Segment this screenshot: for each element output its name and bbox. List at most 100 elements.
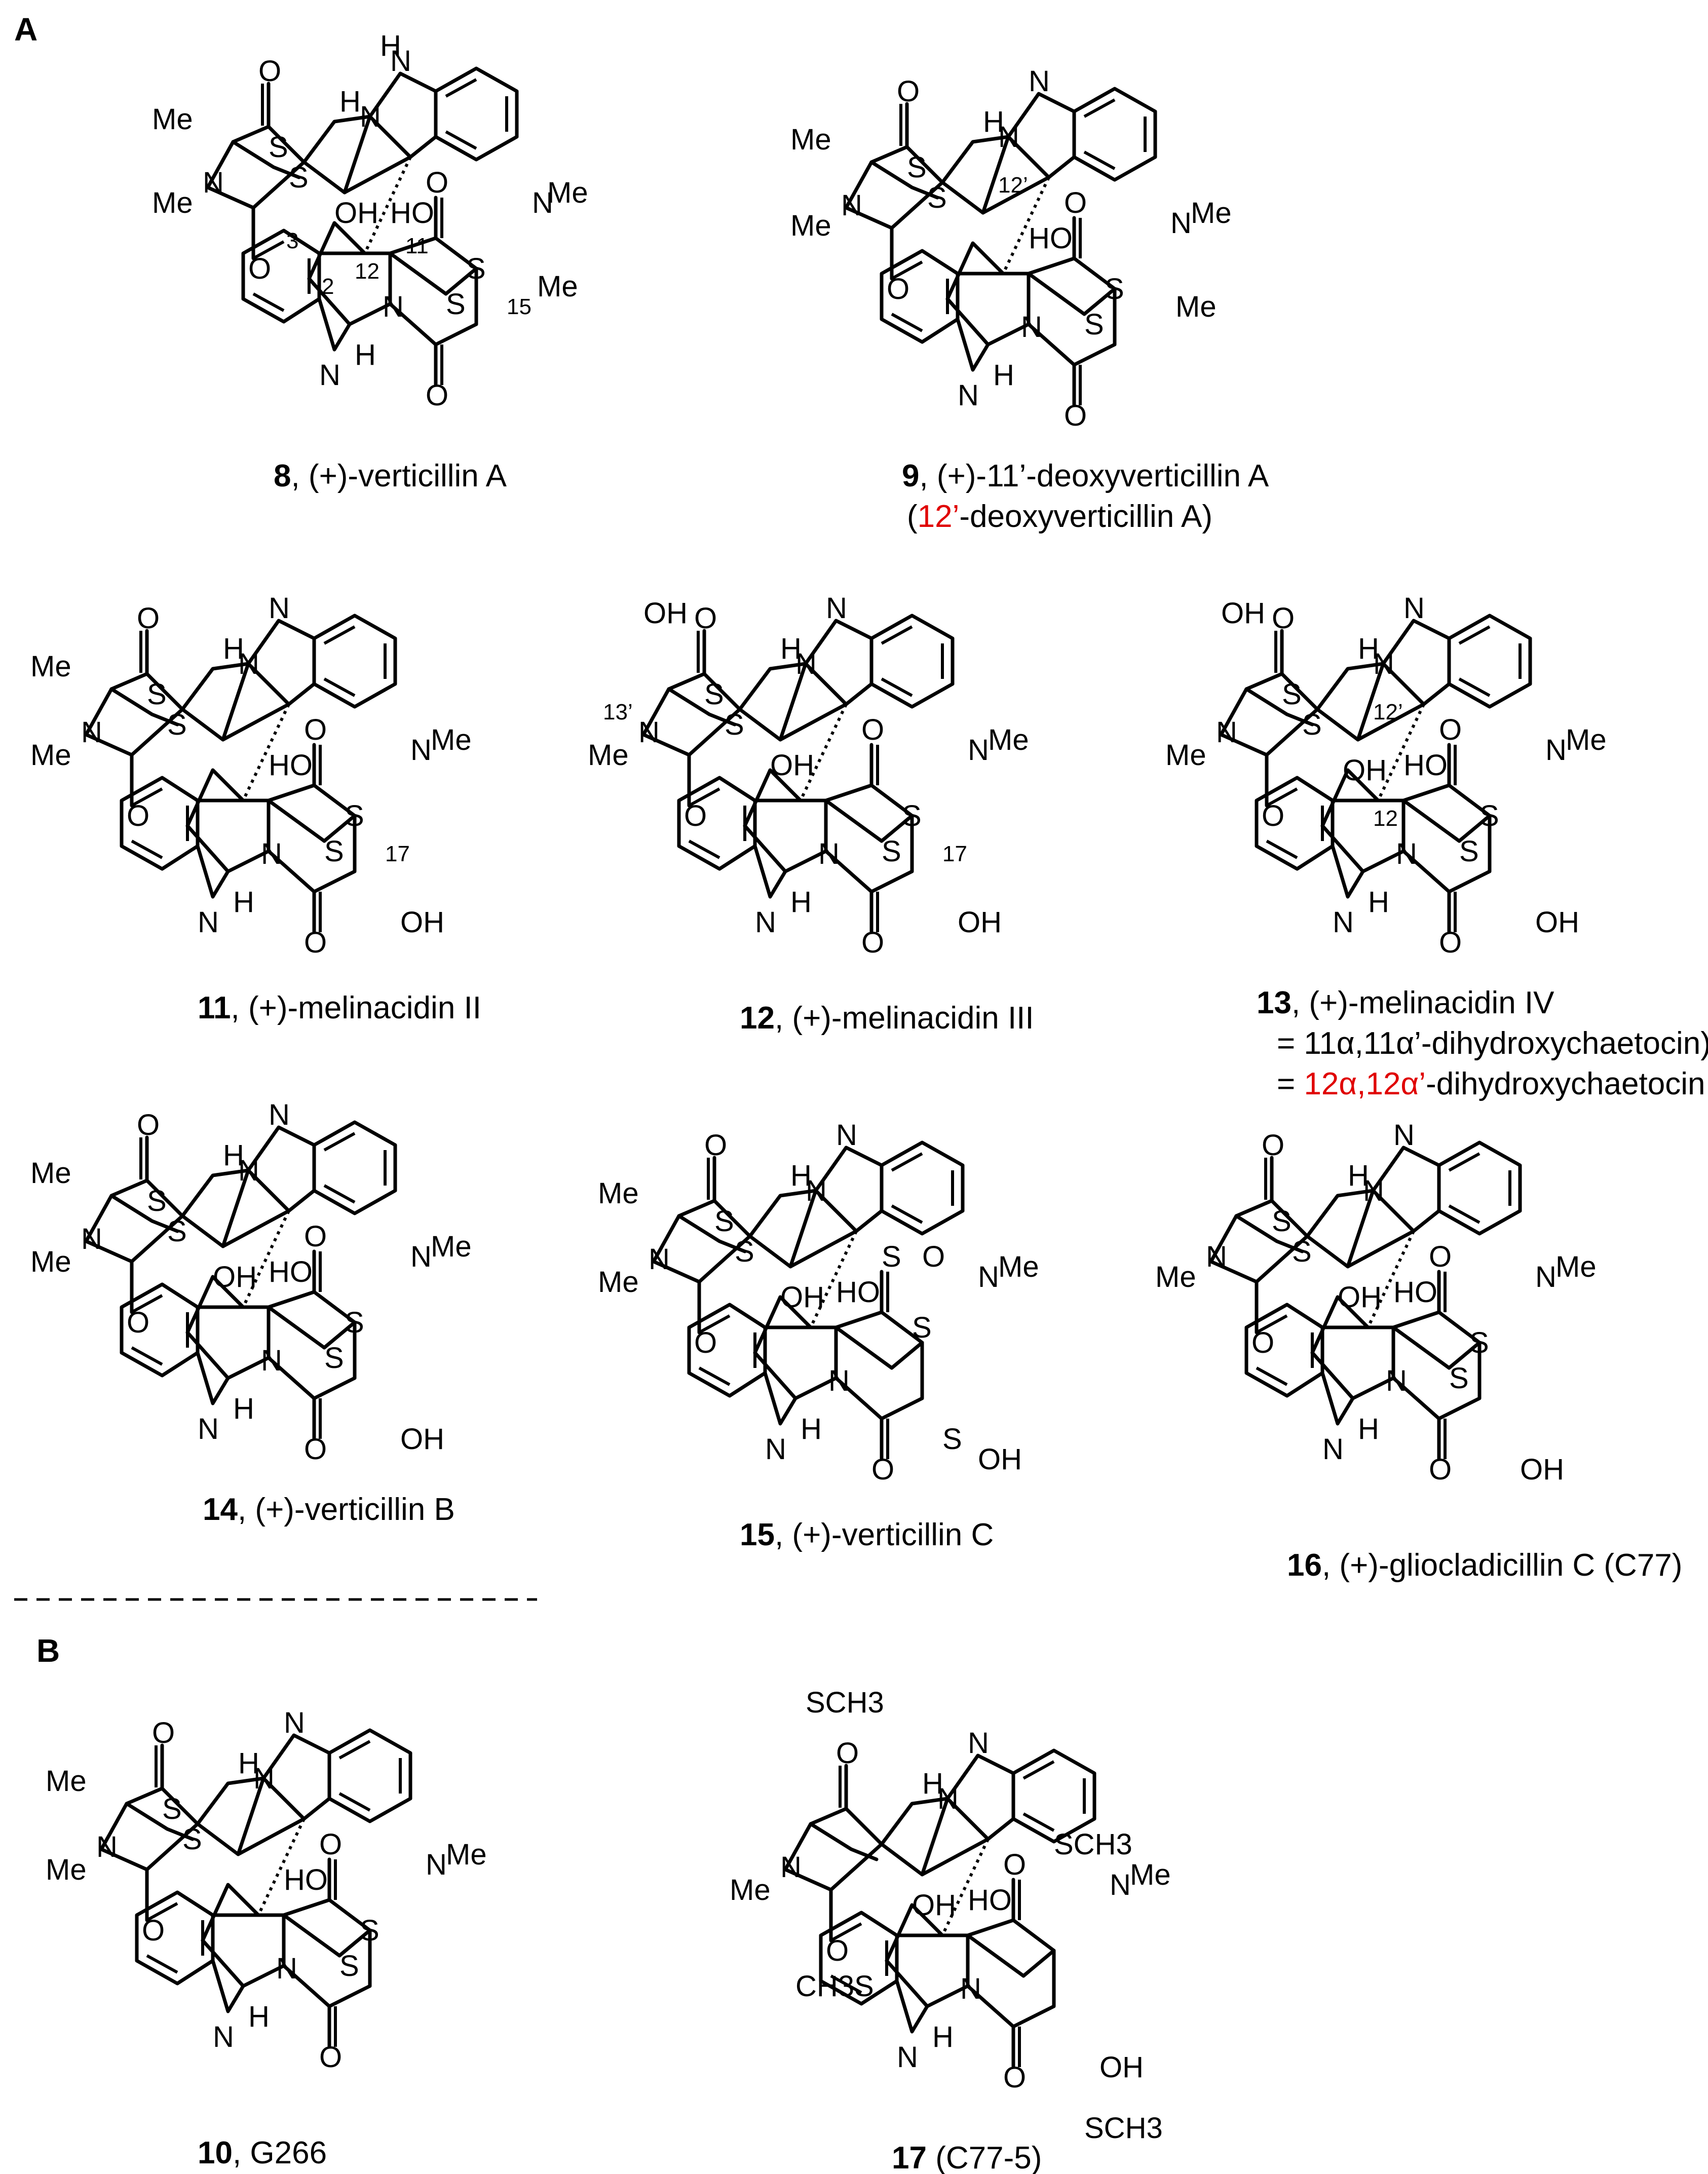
atom-o: O	[304, 1220, 327, 1253]
structure-8: Me Me N O O S S N N H H OH HO N Me Me O …	[152, 29, 588, 412]
atom-nh: N	[1333, 906, 1354, 939]
atom-oh: OH	[334, 197, 378, 230]
atom-n: N	[426, 1848, 447, 1881]
atom-s: S	[907, 151, 927, 184]
atom-s: S	[167, 708, 187, 741]
locant-12: 12	[355, 259, 379, 284]
atom-oh: OH	[780, 1281, 824, 1314]
atom-sch3: SCH3	[806, 1686, 884, 1719]
alt-prefix: (	[907, 499, 918, 534]
atom-h: H	[223, 632, 244, 665]
atom-n: N	[276, 1952, 297, 1985]
atom-n: N	[1545, 734, 1567, 767]
atom-nh: N	[1393, 1119, 1415, 1152]
atom-n: N	[841, 189, 862, 222]
atom-o: O	[137, 1109, 160, 1141]
caption-15: 15, (+)-verticillin C	[740, 1517, 994, 1552]
atom-n: N	[383, 290, 404, 323]
atom-s: S	[1084, 308, 1104, 341]
atom-o: O	[861, 926, 884, 959]
atom-h: H	[983, 105, 1004, 138]
atom-o: O	[426, 166, 448, 199]
atom-n: N	[81, 1223, 102, 1255]
compound-number: 8	[274, 459, 291, 493]
atom-me: Me	[730, 1874, 771, 1906]
atom-oh: OH	[1099, 2051, 1144, 2084]
atom-s: S	[345, 1306, 364, 1339]
atom-h: H	[248, 2000, 270, 2033]
atom-s: S	[927, 181, 947, 214]
atom-o: O	[1064, 186, 1087, 219]
atom-n: N	[1396, 837, 1417, 870]
locant-11: 11	[405, 234, 429, 258]
atom-o: O	[836, 1737, 859, 1770]
atom-me: Me	[46, 1853, 87, 1886]
panel-label-b: B	[36, 1632, 60, 1669]
atom-s: S	[339, 1950, 359, 1982]
atom-o: O	[1272, 602, 1295, 635]
atom-me: Me	[431, 1230, 472, 1263]
locant-13-prime: 13’	[603, 700, 633, 724]
atom-nh: N	[897, 2041, 918, 2074]
structure-15: Me Me N O O S S N N H OH HO S O S N Me O…	[598, 1119, 1039, 1486]
locant-12-prime: 12’	[1373, 700, 1403, 724]
atom-nh: N	[198, 906, 219, 939]
atom-o: O	[426, 379, 448, 412]
compound-name: , (+)-gliocladicillin C (C77)	[1322, 1548, 1682, 1583]
atom-s: S	[1105, 273, 1124, 306]
atom-me: Me	[1566, 723, 1607, 756]
atom-ho: HO	[269, 749, 313, 782]
atom-n: N	[410, 734, 432, 767]
atom-h: H	[790, 886, 812, 919]
caption-11: 11, (+)-melinacidin II	[198, 990, 481, 1025]
atom-s: S	[714, 1205, 734, 1238]
atom-o: O	[1439, 713, 1462, 746]
atom-me: Me	[537, 270, 578, 303]
compound-number: 10	[198, 2135, 233, 2170]
compound-number: 12	[740, 1001, 775, 1036]
atom-me: Me	[1555, 1250, 1597, 1283]
atom-nh: N	[836, 1119, 857, 1152]
atom-ho: HO	[836, 1276, 880, 1309]
compound-name: , G266	[233, 2135, 327, 2170]
atom-s: S	[902, 799, 922, 832]
atom-n: N	[998, 121, 1019, 154]
atom-h: H	[1358, 1413, 1379, 1445]
atom-me: Me	[446, 1838, 487, 1871]
atom-o: O	[258, 55, 281, 88]
locant-2: 2	[322, 274, 334, 299]
atom-me: Me	[598, 1177, 639, 1210]
atom-n: N	[649, 1243, 670, 1276]
atom-n: N	[1170, 207, 1192, 240]
atom-h: H	[993, 359, 1014, 392]
atom-me: Me	[1191, 197, 1232, 230]
compound-name: , (+)-11’-deoxyverticillin A	[919, 459, 1269, 493]
atom-me: Me	[1155, 1261, 1196, 1293]
compound-name: , (+)-verticillin A	[291, 459, 507, 493]
atom-s: S	[446, 288, 466, 321]
highlight-locant: 12’	[918, 499, 960, 534]
atom-s: S	[1459, 835, 1479, 868]
atom-sch3: SCH3	[1084, 2112, 1163, 2145]
caption-8: 8, (+)-verticillin A	[274, 459, 507, 493]
atom-me: Me	[30, 1245, 71, 1278]
atom-o: O	[304, 926, 327, 959]
atom-s: S	[942, 1423, 962, 1456]
atom-o: O	[1429, 1453, 1452, 1486]
atom-n: N	[360, 100, 381, 133]
atom-oh: OH	[213, 1261, 257, 1293]
atom-me: Me	[998, 1250, 1039, 1283]
atom-oh: OH	[400, 1423, 444, 1456]
atom-nh: N	[390, 45, 411, 78]
atom-oh: OH	[1535, 906, 1579, 939]
atom-n: N	[960, 1972, 981, 2005]
compound-name: , (+)-melinacidin III	[775, 1001, 1034, 1036]
atom-s: S	[324, 835, 344, 868]
atom-n: N	[828, 1364, 850, 1397]
structure-11: Me Me N O O S S N N H HO N Me O O S S N …	[30, 592, 472, 959]
line3-prefix: =	[1277, 1066, 1304, 1101]
atom-s: S	[269, 131, 288, 164]
locant-17: 17	[942, 842, 967, 866]
atom-nh: N	[765, 1433, 786, 1466]
atom-s: S	[882, 1240, 901, 1273]
